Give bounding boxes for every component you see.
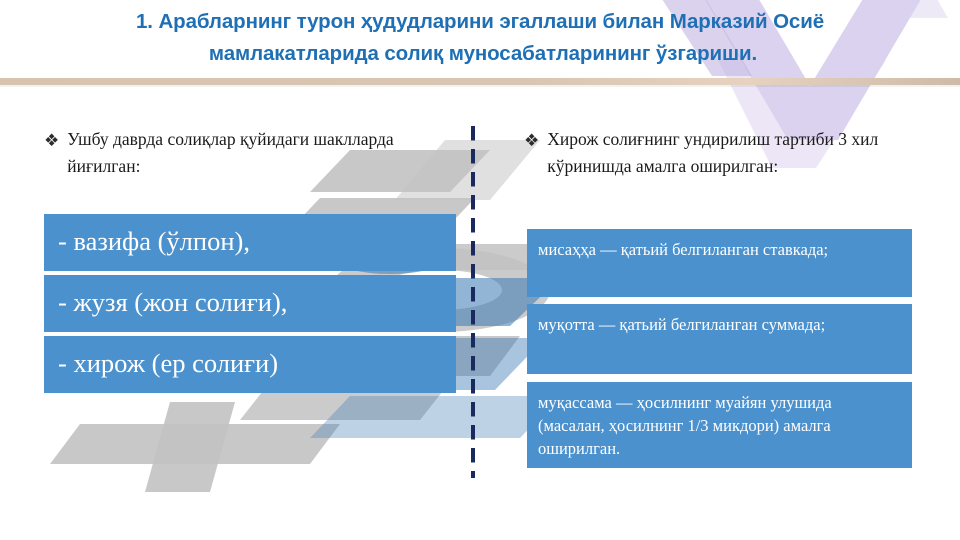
right-box-item: мисаҳҳа — қатьий белгиланган ставкада; bbox=[527, 229, 912, 297]
slide-title: 1. Арабларнинг турон ҳудудларини эгаллаш… bbox=[0, 6, 960, 70]
diamond-bullet-icon: ❖ bbox=[524, 131, 540, 150]
left-column: ❖ Ушбу даврда солиқлар қуйидаги шакллард… bbox=[44, 126, 456, 180]
title-divider-bar bbox=[0, 78, 960, 85]
right-bullet-text: Хирож солиғнинг ундирилиш тартиби 3 хил … bbox=[547, 129, 879, 176]
left-bullet-text: Ушбу даврда солиқлар қуйидаги шаклларда … bbox=[67, 129, 394, 176]
title-line-1: 1. Арабларнинг турон ҳудудларини эгаллаш… bbox=[135, 10, 825, 33]
right-box-item: муқотта — қатьий белгиланган суммада; bbox=[527, 304, 912, 374]
right-column: ❖ Хирож солиғнинг ундирилиш тартиби 3 хи… bbox=[524, 126, 924, 180]
title-line-2: мамлакатларида солиқ муносабатларининг ў… bbox=[208, 42, 758, 65]
left-box-item: - жузя (жон солиғи), bbox=[44, 275, 456, 332]
right-bullet-row: ❖ Хирож солиғнинг ундирилиш тартиби 3 хи… bbox=[524, 126, 924, 180]
right-box-stack: мисаҳҳа — қатьий белгиланган ставкада; м… bbox=[527, 229, 912, 468]
right-box-item: муқассама — ҳосилнинг муайян улушида (ма… bbox=[527, 382, 912, 468]
diamond-bullet-icon: ❖ bbox=[44, 131, 60, 150]
left-box-item: - вазифа (ўлпон), bbox=[44, 214, 456, 271]
title-divider-shadow bbox=[0, 85, 960, 87]
left-bullet-row: ❖ Ушбу даврда солиқлар қуйидаги шакллард… bbox=[44, 126, 456, 180]
left-box-stack: - вазифа (ўлпон), - жузя (жон солиғи), -… bbox=[44, 214, 456, 393]
column-separator bbox=[471, 126, 475, 478]
left-box-item: - хирож (ер солиғи) bbox=[44, 336, 456, 393]
